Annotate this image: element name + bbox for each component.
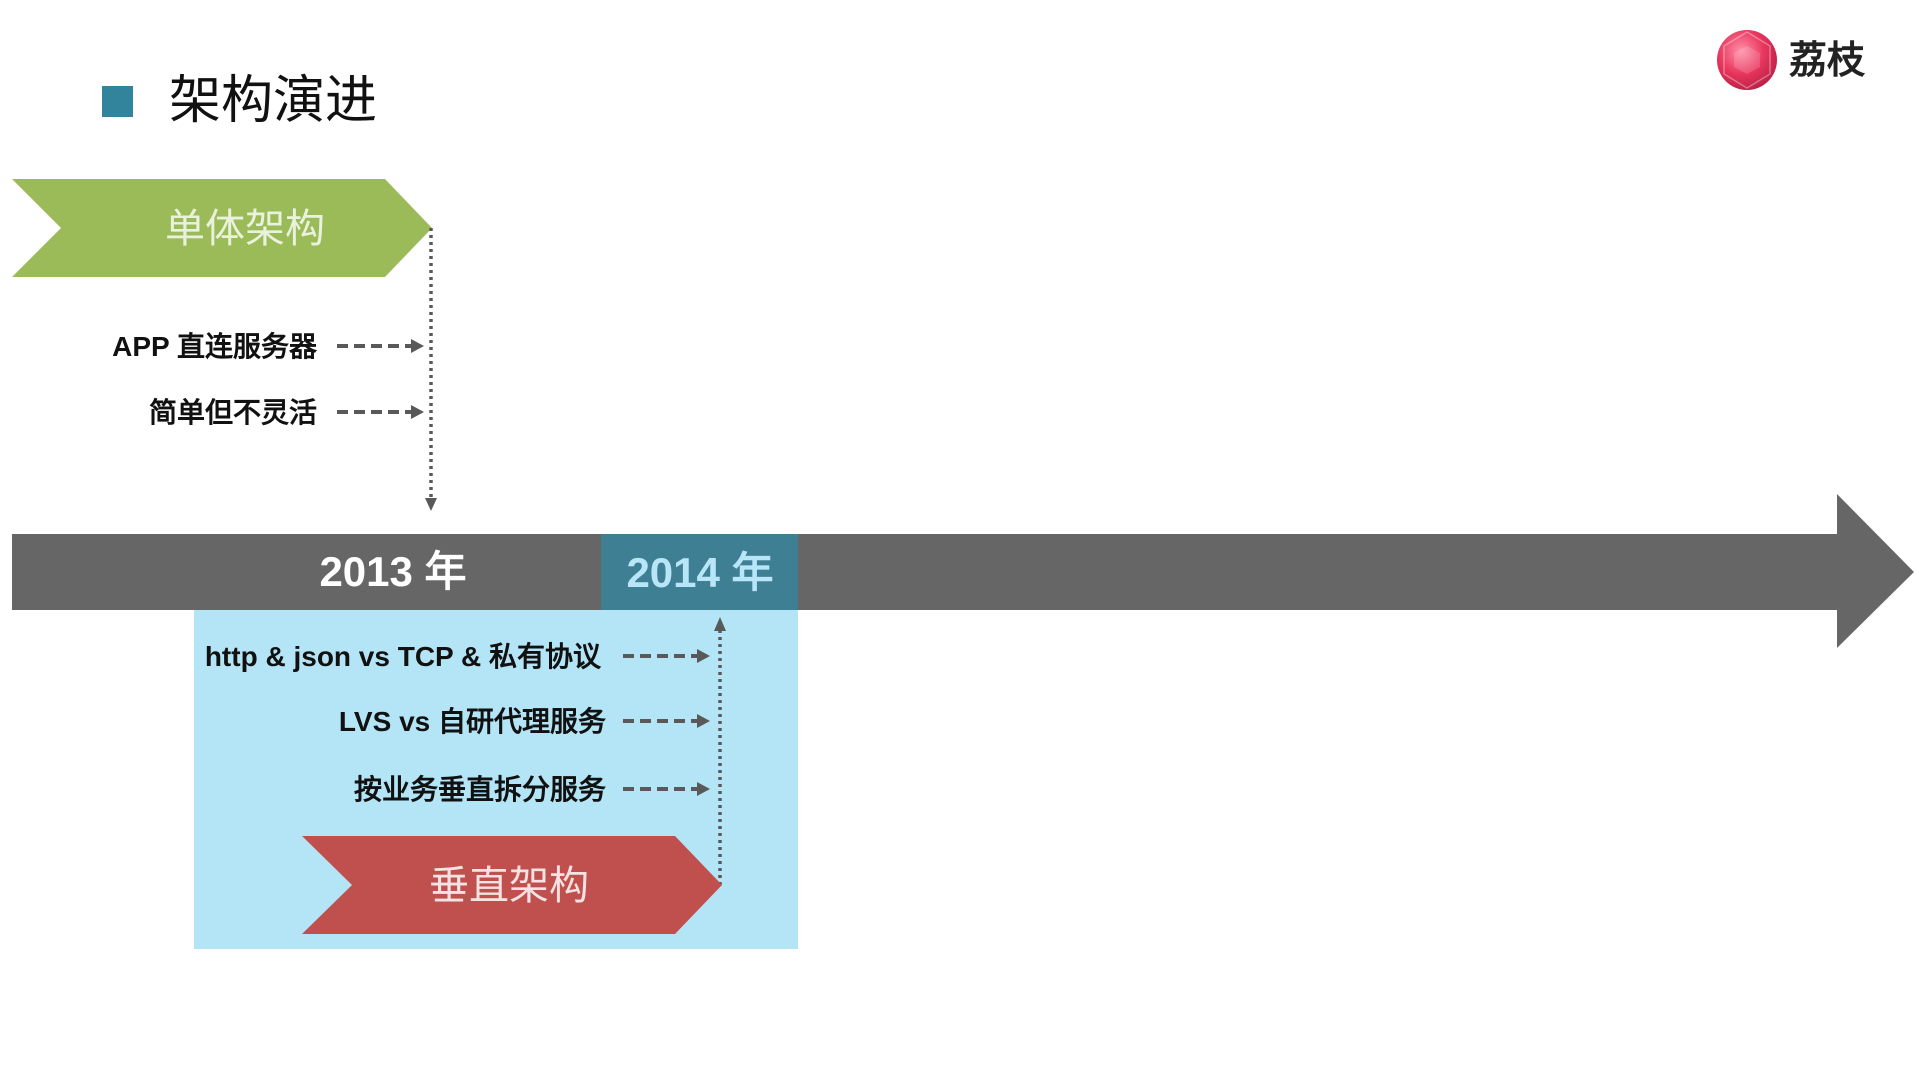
- vertical-note: 按业务垂直拆分服务: [354, 773, 606, 805]
- vertical-note-arrow: [623, 782, 710, 796]
- monolith-note-arrow: [337, 405, 424, 419]
- monolith-note-arrow: [337, 339, 424, 353]
- year-label-2013: 2013 年: [319, 548, 466, 595]
- year-label-2014: 2014 年: [626, 549, 773, 596]
- vertical-stage-chevron: [302, 836, 722, 934]
- vertical-note: LVS vs 自研代理服务: [339, 706, 606, 737]
- vertical-timeline-connector: [714, 617, 726, 885]
- vertical-note-arrow: [623, 649, 710, 663]
- vertical-note: http & json vs TCP & 私有协议: [205, 641, 602, 672]
- monolith-timeline-connector: [425, 228, 437, 511]
- logo-text: 荔枝: [1789, 38, 1866, 82]
- monolith-stage-chevron: [12, 179, 432, 277]
- year-highlight-box: [601, 534, 798, 610]
- title-marker: [102, 86, 133, 117]
- monolith-note: APP 直连服务器: [112, 331, 318, 362]
- monolith-stage-label: 单体架构: [165, 206, 325, 252]
- vertical-stage-label: 垂直架构: [429, 863, 589, 909]
- lychee-logo-icon: [1717, 30, 1777, 90]
- monolith-note: 简单但不灵活: [149, 396, 317, 428]
- vertical-note-arrow: [623, 714, 710, 728]
- timeline-bar: [12, 534, 1840, 610]
- page-title: 架构演进: [169, 71, 377, 131]
- timeline-arrow-head: [1837, 494, 1914, 648]
